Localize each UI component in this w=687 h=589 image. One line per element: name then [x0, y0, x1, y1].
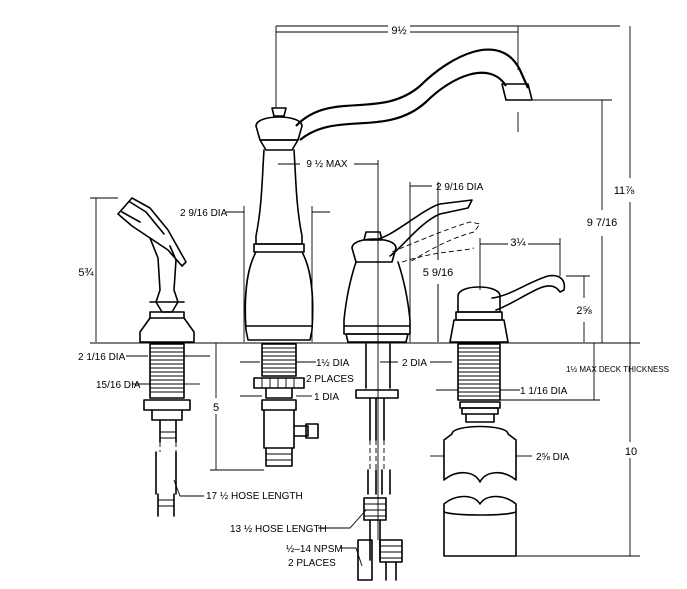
handle-base-dia-label: 2 DIA: [402, 358, 427, 369]
sprayer-height-label: 5¾: [78, 267, 94, 279]
soap-reach-dim: 3¼: [479, 232, 561, 290]
handle-height-dim: 5 9/16: [423, 204, 454, 342]
handle-valve: [343, 199, 481, 581]
spout-height-dim: 9 7/16: [532, 99, 618, 343]
faucet-body-dia-label: 2 9/16 DIA: [180, 208, 228, 219]
faucet-shank-places-label: 2 PLACES: [306, 374, 354, 385]
shank-length-dim: 5: [208, 342, 264, 471]
soap-shank-dia-label: 1 1/16 DIA: [520, 386, 568, 397]
spout-height-label: 9 7/16: [587, 217, 618, 229]
max-deck-label: 1½ MAX DECK THICKNESS: [566, 365, 669, 374]
sprayer-threads: [150, 347, 184, 393]
overall-height-dim: 11⅞: [610, 26, 638, 343]
soap-height-label: 2⅝: [576, 305, 592, 317]
npsm-places-label: 2 PLACES: [288, 558, 336, 569]
spout-clearance-label: 10: [625, 446, 637, 458]
spout-reach-label: 9½: [391, 25, 406, 37]
faucet-shank-dia-label: 1½ DIA: [316, 358, 350, 369]
faucet-nut-dia-label: 1 DIA: [314, 392, 339, 403]
soap-height-dim: 2⅝: [566, 275, 596, 342]
soap-bottle-dia-label: 2⅝ DIA: [536, 452, 570, 463]
spout-reach-dim: 9½: [276, 18, 519, 70]
max-spread-label: 9 ½ MAX: [306, 159, 347, 170]
sprayer-shank-dia-label: 15/16 DIA: [96, 380, 141, 391]
supply-hose-length-label: 13 ½ HOSE LENGTH: [230, 524, 327, 535]
main-faucet: [244, 48, 533, 467]
max-spread-dim: 9 ½ MAX: [278, 156, 379, 540]
sprayer-hose-length-label: 17 ½ HOSE LENGTH: [206, 491, 303, 502]
soap-clearance-dim: 10: [516, 343, 640, 557]
sprayer-height-dim: 5¾: [78, 197, 118, 342]
soap-dispenser: [443, 274, 566, 557]
overall-height-label: 11⅞: [614, 185, 635, 197]
shank-length-label: 5: [213, 402, 219, 414]
side-sprayer: [117, 197, 195, 517]
sprayer-base-dia-label: 2 1/16 DIA: [78, 352, 126, 363]
handle-dia-label: 2 9/16 DIA: [436, 182, 484, 193]
soap-reach-label: 3¼: [510, 237, 526, 249]
npsm-label: ½–14 NPSM: [286, 544, 343, 555]
handle-height-label: 5 9/16: [423, 267, 454, 279]
